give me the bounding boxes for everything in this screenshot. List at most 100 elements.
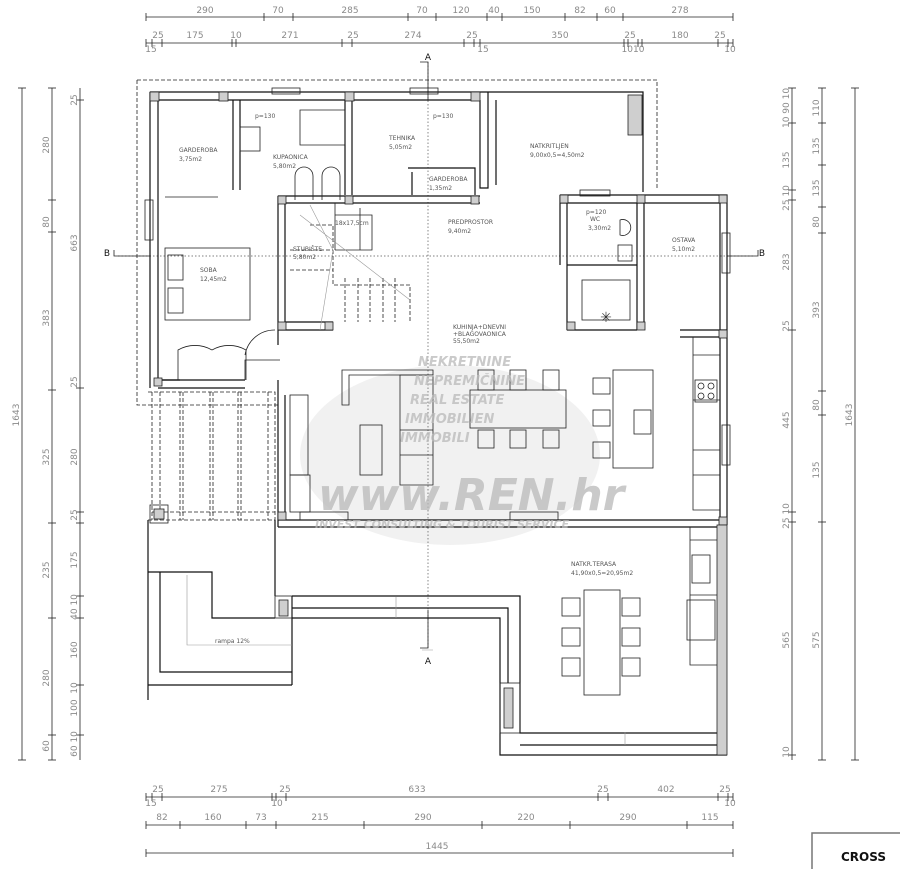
dim-label: 60 10	[70, 731, 80, 757]
room-area: 9,00x0,5=4,50m2	[530, 152, 585, 159]
watermark-tagline: INVEST CONSULTING & TOURIST SERVICE	[315, 518, 570, 531]
dim-label: 220	[517, 813, 534, 823]
dim-label: 80	[42, 216, 52, 228]
dim-label: 1643	[12, 404, 22, 427]
dim-label: 10	[782, 746, 792, 758]
watermark: NEKRETNINE NEPREMIČNINE REAL ESTATE IMMO…	[315, 355, 627, 531]
dim-label: 135	[812, 137, 822, 154]
dim-label: 70	[272, 6, 284, 16]
room-name: KUHINJA+DNEVNI	[453, 324, 506, 331]
dim-label: 215	[311, 813, 328, 823]
dim-label: 25 10	[782, 503, 792, 529]
parapet-note: p=130	[255, 113, 275, 120]
room-area: 5,80m2	[293, 254, 316, 261]
dim-label: 25	[719, 785, 730, 795]
title-block: CROSS	[811, 832, 900, 869]
dim-label: 10	[724, 799, 736, 809]
dim-label: 271	[281, 31, 298, 41]
watermark-line: NEPREMIČNINE	[414, 373, 525, 389]
dim-label: 175	[70, 551, 80, 568]
section-lines: A A B B	[104, 53, 765, 667]
room-area: 5,05m2	[389, 144, 412, 151]
watermark-line: REAL ESTATE	[410, 393, 505, 408]
room-name: WC	[590, 216, 600, 223]
dim-label: 25	[466, 31, 477, 41]
dim-label: 280	[42, 669, 52, 686]
dim-label: 70	[416, 6, 428, 16]
room-name: NATKRITLJEN	[530, 143, 569, 150]
left-dimension-chain: 1643 280 80 383 325 235 280 60 25 663 25…	[12, 87, 84, 761]
room-name: GARDEROBA	[179, 147, 218, 154]
dim-label: 25 10	[782, 185, 792, 211]
room-area: 12,45m2	[200, 276, 227, 283]
terrace	[147, 520, 728, 756]
room-area: 41,90x0,5=20,95m2	[571, 570, 633, 577]
dim-label: 278	[671, 6, 688, 16]
dim-label: 10 90 10	[782, 88, 792, 128]
dim-label: 290	[414, 813, 431, 823]
dim-label: 1643	[845, 404, 855, 427]
dim-label: 73	[255, 813, 266, 823]
room-labels: GARDEROBA 3,75m2 KUPAONICA 5,80m2 TEHNIK…	[179, 113, 696, 645]
dim-label: 402	[657, 785, 674, 795]
dim-label: 80	[812, 399, 822, 411]
dim-label: 280	[42, 136, 52, 153]
roof-outline	[136, 79, 658, 406]
dim-label: 60	[42, 740, 52, 752]
section-mark-b-right: B	[759, 249, 765, 259]
room-name-line2: +BLAGOVAONICA	[453, 331, 507, 338]
dim-label: 25	[279, 785, 290, 795]
watermark-logo: www.REN.hr	[318, 470, 627, 521]
dim-label: 40	[488, 6, 500, 16]
dim-label: 135	[812, 461, 822, 478]
dim-label: 115	[701, 813, 718, 823]
watermark-line: IMMOBILIEN	[405, 412, 495, 427]
dim-label: 393	[812, 301, 822, 318]
dim-label: 175	[186, 31, 203, 41]
dim-label: 575	[812, 631, 822, 648]
room-name: KUPAONICA	[273, 154, 309, 161]
dim-label: 15	[477, 45, 488, 55]
dim-label: 10	[230, 31, 242, 41]
dim-label: 120	[452, 6, 469, 16]
dim-label: 180	[671, 31, 688, 41]
section-mark-b-left: B	[104, 249, 110, 259]
section-mark-a-top: A	[425, 53, 432, 63]
dim-label: 25	[782, 320, 792, 331]
dim-label: 290	[619, 813, 636, 823]
dim-label: 10	[271, 799, 283, 809]
dim-label: 25	[152, 31, 163, 41]
dim-label: 110	[812, 99, 822, 116]
room-area: 55,50m2	[453, 338, 480, 345]
dim-label: 280	[70, 448, 80, 465]
dim-label: 135	[782, 151, 792, 168]
room-name: PREDPROSTOR	[448, 219, 493, 226]
dim-label: 283	[782, 253, 792, 270]
dim-label: 275	[210, 785, 227, 795]
dim-label: 15	[145, 799, 156, 809]
dim-label: 285	[341, 6, 358, 16]
dim-label: 290	[196, 6, 213, 16]
parapet-note: p=130	[433, 113, 453, 120]
fan-symbol-icon: ✳	[600, 310, 612, 326]
watermark-line: IMMOBILI	[400, 431, 470, 446]
section-mark-a-bottom: A	[425, 657, 432, 667]
dim-label: 60	[604, 6, 616, 16]
dim-label: 25	[70, 94, 80, 105]
dim-label: 15	[145, 45, 156, 55]
room-area: 5,80m2	[273, 163, 296, 170]
right-dimension-chain: 10 90 10 135 25 10 283 25 445 25 10 565 …	[782, 87, 859, 761]
dim-label: 25	[152, 785, 163, 795]
furniture: ✳	[148, 109, 720, 524]
dim-label: 383	[42, 309, 52, 326]
room-name: STUBIŠTE	[293, 246, 322, 253]
dim-label: 445	[782, 411, 792, 428]
watermark-backdrop	[300, 365, 600, 545]
dim-label: 40 10	[70, 594, 80, 620]
watermark-line: NEKRETNINE	[418, 355, 511, 370]
dim-label: 325	[42, 448, 52, 465]
dim-label: 25	[347, 31, 358, 41]
dim-label: 25	[597, 785, 608, 795]
dim-label: 10	[70, 682, 80, 694]
